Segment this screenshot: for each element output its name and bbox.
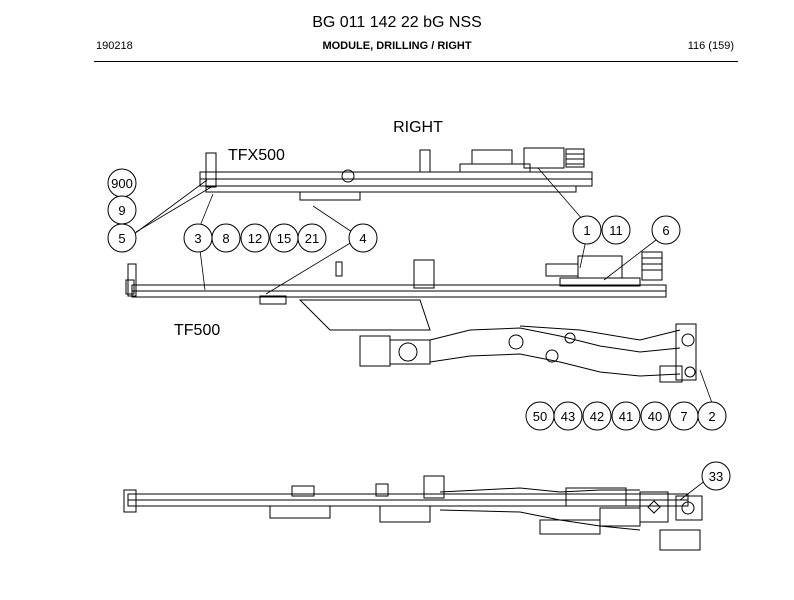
upper-feed-drawing	[199, 147, 593, 201]
lower-feed-label: TF500	[174, 322, 220, 339]
svg-text:11: 11	[609, 223, 623, 238]
callout-8: 8	[211, 223, 241, 253]
svg-text:4: 4	[359, 231, 366, 246]
callout-3: 3	[183, 223, 213, 253]
svg-text:12: 12	[248, 231, 262, 246]
svg-text:21: 21	[305, 231, 319, 246]
callout-6: 6	[651, 215, 681, 245]
document-code: 190218	[96, 40, 133, 52]
section-title: MODULE, DRILLING / RIGHT	[322, 40, 472, 52]
callout-41: 41	[611, 401, 641, 431]
svg-text:7: 7	[680, 409, 687, 424]
header-rule	[94, 61, 738, 62]
svg-text:5: 5	[118, 231, 125, 246]
callout-1: 1	[572, 215, 602, 245]
callout-50: 50	[525, 401, 555, 431]
callout-11: 11	[601, 215, 631, 245]
lower-feed-drawing	[125, 251, 697, 383]
callout-2: 2	[697, 401, 727, 431]
page-number: 116 (159)	[687, 40, 734, 52]
callout-9: 9	[107, 195, 137, 225]
callout-15: 15	[269, 223, 299, 253]
upper-feed-label: TFX500	[228, 147, 285, 164]
callout-900: 900	[107, 168, 137, 198]
callout-42: 42	[582, 401, 612, 431]
svg-text:15: 15	[277, 231, 291, 246]
svg-text:6: 6	[662, 223, 669, 238]
view-label: RIGHT	[393, 119, 443, 136]
callout-21: 21	[297, 223, 327, 253]
callout-12: 12	[240, 223, 270, 253]
svg-text:40: 40	[648, 409, 662, 424]
svg-text:33: 33	[709, 469, 723, 484]
document-title: BG 011 142 22 bG NSS	[312, 14, 482, 31]
svg-text:3: 3	[194, 231, 201, 246]
callout-40: 40	[640, 401, 670, 431]
svg-text:50: 50	[533, 409, 547, 424]
callout-5: 5	[107, 223, 137, 253]
svg-text:2: 2	[708, 409, 715, 424]
svg-text:1: 1	[583, 223, 590, 238]
callout-33: 33	[701, 461, 731, 491]
svg-text:9: 9	[118, 203, 125, 218]
callout-43: 43	[553, 401, 583, 431]
svg-text:900: 900	[111, 176, 133, 191]
callout-7: 7	[669, 401, 699, 431]
svg-text:43: 43	[561, 409, 575, 424]
callout-4: 4	[348, 223, 378, 253]
leader-lines	[129, 167, 713, 501]
svg-text:8: 8	[222, 231, 229, 246]
bottom-view-drawing	[123, 475, 703, 551]
svg-text:41: 41	[619, 409, 633, 424]
svg-text:42: 42	[590, 409, 604, 424]
